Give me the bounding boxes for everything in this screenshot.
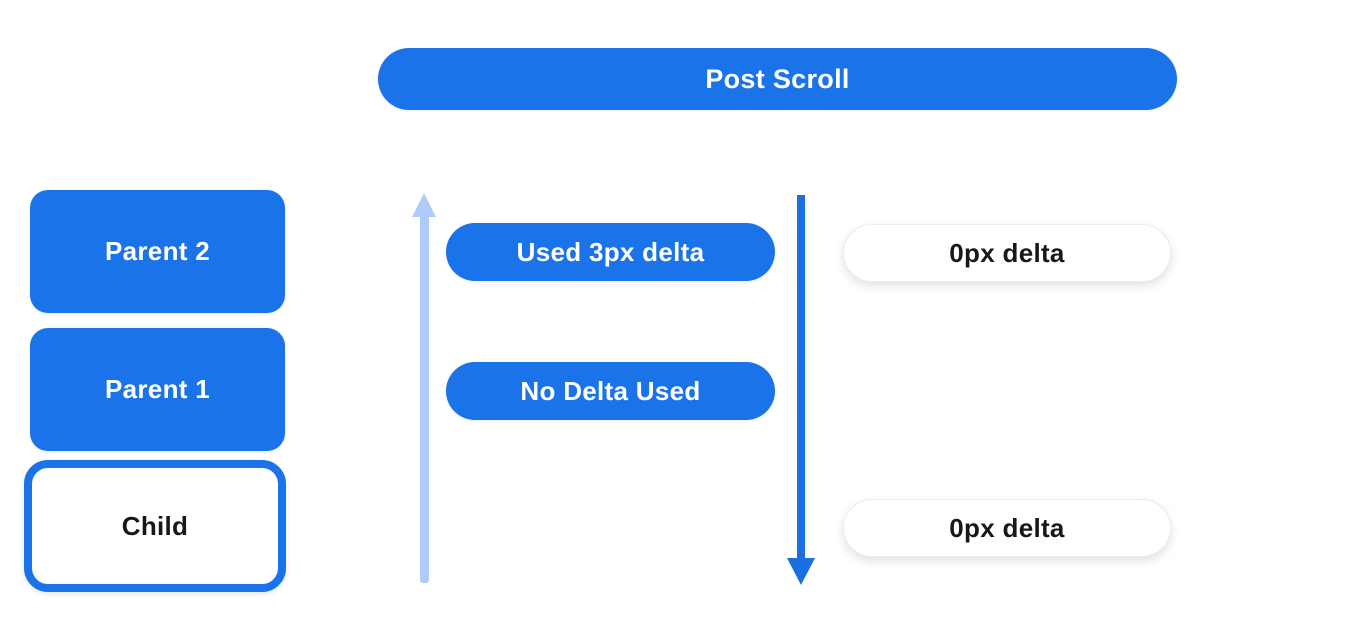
no-delta-used-label: No Delta Used [520,375,701,406]
used-3px-delta-label: Used 3px delta [516,236,705,267]
parent-1-box: Parent 1 [30,328,285,451]
used-3px-delta-pill: Used 3px delta [446,223,775,281]
child-box: Child [24,460,286,592]
zero-px-delta-bottom-label: 0px delta [949,512,1065,543]
arrow-up-icon [411,193,437,583]
arrow-down-icon [787,195,815,585]
no-delta-used-pill: No Delta Used [446,362,775,420]
zero-px-delta-pill-top: 0px delta [843,224,1171,282]
zero-px-delta-pill-bottom: 0px delta [843,499,1171,557]
parent-1-label: Parent 1 [104,374,210,404]
parent-2-label: Parent 2 [104,236,210,266]
arrow-down-head [787,558,815,585]
post-scroll-label: Post Scroll [705,63,850,94]
post-scroll-banner: Post Scroll [378,48,1177,110]
parent-2-box: Parent 2 [30,190,285,313]
zero-px-delta-top-label: 0px delta [949,237,1065,268]
arrow-up-shaft [419,215,429,583]
child-label: Child [121,510,189,541]
arrow-up-head [412,193,436,217]
arrow-down-shaft [797,195,805,560]
